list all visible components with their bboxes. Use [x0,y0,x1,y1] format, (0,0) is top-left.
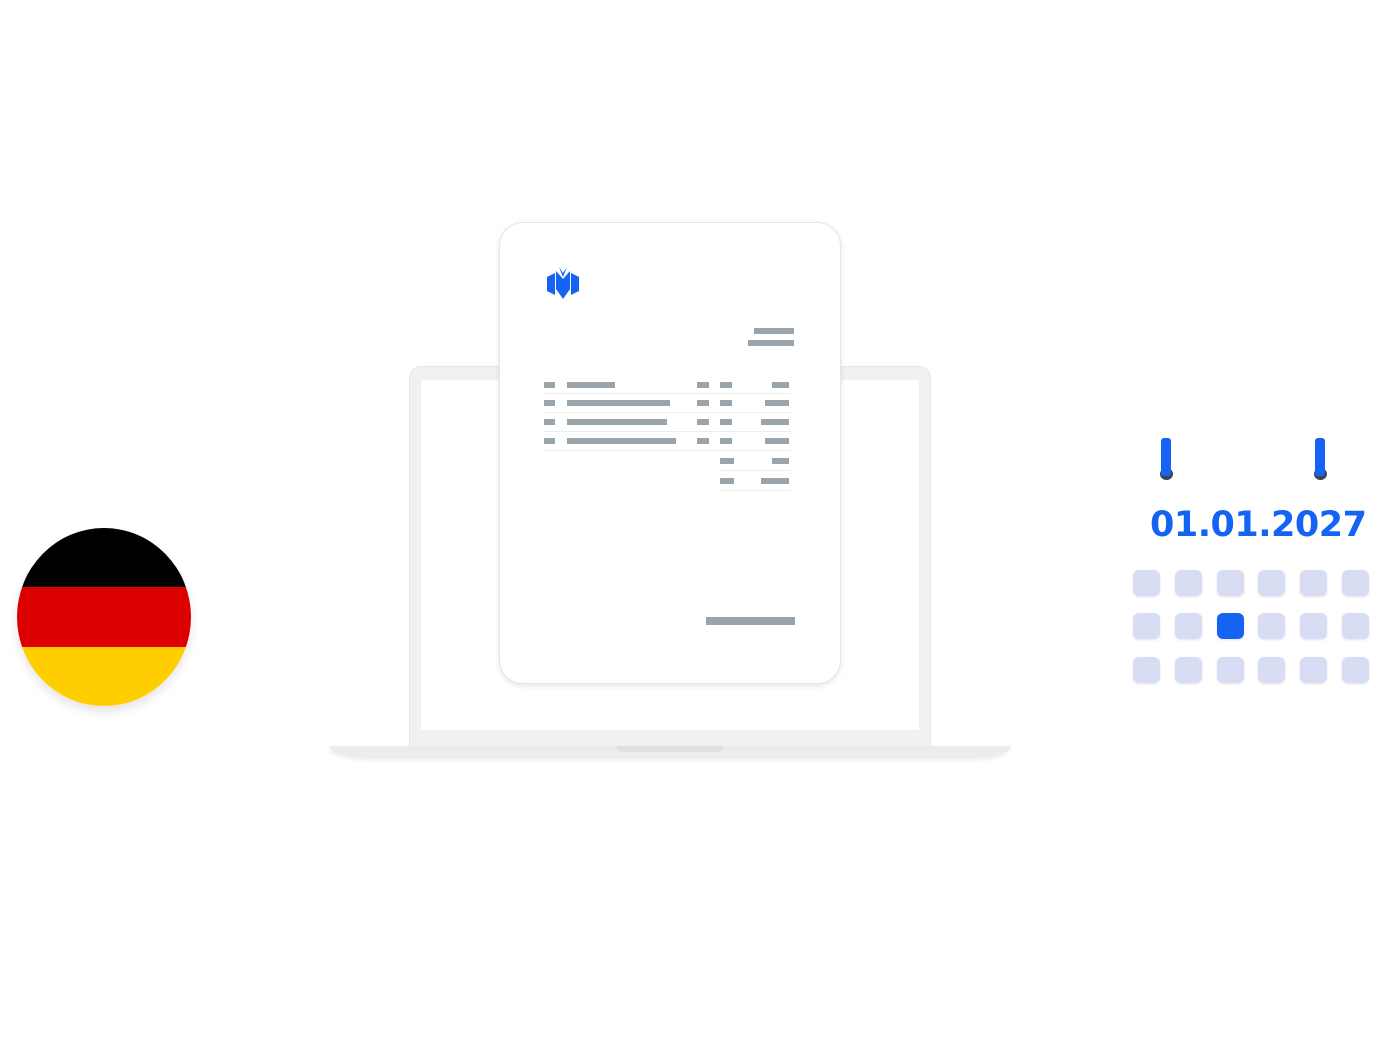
table-cell [544,419,555,425]
brand-logo-icon [547,267,579,299]
calendar-day [1258,657,1285,683]
table-cell [720,400,732,406]
calendar-day [1258,613,1285,639]
table-cell [544,400,555,406]
laptop-notch [616,746,724,752]
calendar-day [1300,570,1327,596]
table-cell [765,400,789,406]
flag-stripe-black [17,528,191,588]
calendar-day [1175,657,1202,683]
flag-stripe-red [17,587,191,647]
calendar-day [1133,657,1160,683]
flag-stripe-gold [17,646,191,706]
table-cell [761,478,789,484]
calendar-day [1175,613,1202,639]
table-cell [697,419,709,425]
calendar-day-selected [1217,613,1244,639]
table-cell [567,382,615,388]
table-cell [567,400,670,406]
calendar-day [1133,613,1160,639]
table-cell [567,438,676,444]
table-cell [720,458,734,464]
calendar-day [1258,570,1285,596]
calendar-day [1342,613,1369,639]
table-cell [697,438,709,444]
table-cell [761,419,789,425]
table-cell [720,478,734,484]
calendar-ring-icon [1314,438,1327,480]
table-cell [772,458,789,464]
calendar-ring-icon [1160,438,1173,480]
table-cell [567,419,667,425]
calendar-day [1300,613,1327,639]
calendar-day [1342,570,1369,596]
table-cell [765,438,789,444]
calendar-date: 01.01.2027 [1150,505,1367,545]
invoice-footer-line [706,617,795,625]
table-cell [720,419,732,425]
calendar-day [1342,657,1369,683]
table-cell [544,438,555,444]
calendar-day [1175,570,1202,596]
table-cell [544,382,555,388]
table-cell [772,382,789,388]
calendar-day [1300,657,1327,683]
germany-flag-icon [17,528,191,706]
table-cell [697,382,709,388]
table-cell [720,382,732,388]
laptop-base [329,746,1011,758]
table-cell [720,438,732,444]
calendar-day [1217,657,1244,683]
table-cell [697,400,709,406]
calendar-day [1133,570,1160,596]
invoice-document-icon [499,222,841,684]
calendar-day [1217,570,1244,596]
